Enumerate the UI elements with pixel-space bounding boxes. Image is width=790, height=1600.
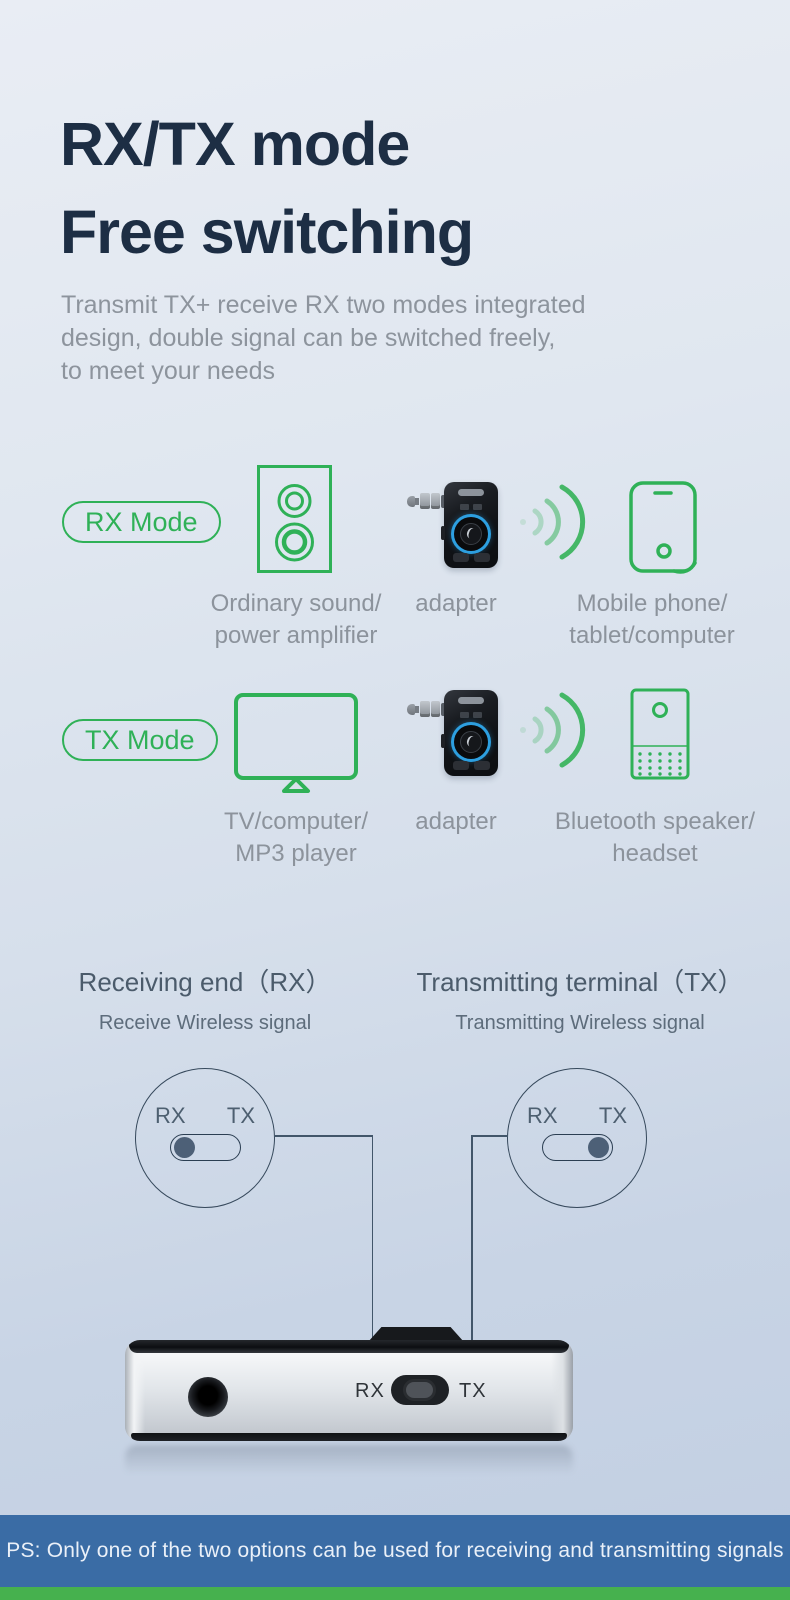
tx-label: TX xyxy=(226,1103,255,1128)
transmitting-terminal-title: Transmitting terminal（TX） xyxy=(416,967,744,997)
adapter-buttons-icons xyxy=(444,712,498,718)
adapter-led-ring xyxy=(454,725,488,759)
rx-target-caption: Mobile phone/ tablet/computer xyxy=(569,590,735,649)
adapter-body xyxy=(441,690,498,776)
tx-adapter-caption: adapter xyxy=(415,808,497,835)
toggle-illustration-rx xyxy=(170,1134,241,1161)
rx-label: RX xyxy=(155,1103,186,1128)
adapter-keys xyxy=(444,761,498,770)
footer-green-stripe xyxy=(0,1587,790,1600)
transmitting-terminal-subtitle: Transmitting Wireless signal xyxy=(455,1012,705,1034)
adapter-device xyxy=(407,690,498,776)
device-reflection xyxy=(125,1445,573,1479)
connector-line xyxy=(371,1135,373,1375)
rx-adapter-caption: adapter xyxy=(415,590,497,617)
device-tx-print: TX xyxy=(459,1380,487,1402)
adapter-body xyxy=(441,482,498,568)
tx-mode-badge: TX Mode xyxy=(62,719,218,761)
toggle-illustration-tx xyxy=(542,1134,613,1161)
title-line-1: RX/TX mode xyxy=(60,110,410,178)
adapter-grille xyxy=(458,489,484,496)
footer-note-bar: PS: Only one of the two options can be u… xyxy=(0,1515,790,1587)
connector-line xyxy=(471,1135,473,1375)
device-rx-print: RX xyxy=(355,1380,385,1402)
page-subtitle: Transmit TX+ receive RX two modes integr… xyxy=(61,289,586,388)
device-mode-switch xyxy=(391,1375,449,1405)
speaker-icon xyxy=(257,465,332,573)
adapter-grille xyxy=(458,697,484,704)
connector-line xyxy=(275,1135,373,1137)
page-title: RX/TX mode Free switching xyxy=(60,100,474,276)
wireless-signal-icon xyxy=(520,692,586,768)
adapter-device xyxy=(407,482,498,568)
receiving-end-title: Receiving end（RX） xyxy=(78,967,332,997)
product-top-switch-bump xyxy=(368,1327,464,1342)
phone-icon xyxy=(629,481,697,574)
tx-target-caption: Bluetooth speaker/ headset xyxy=(554,808,756,867)
subtitle-line: to meet your needs xyxy=(61,357,276,385)
rx-mode-badge: RX Mode xyxy=(62,501,221,543)
tv-icon xyxy=(234,693,358,793)
connector-line xyxy=(471,1135,508,1137)
subtitle-line: Transmit TX+ receive RX two modes integr… xyxy=(61,291,586,319)
adapter-buttons-icons xyxy=(444,504,498,510)
rx-label: RX xyxy=(527,1103,558,1128)
aux-jack-icon xyxy=(407,700,447,718)
tx-label: TX xyxy=(598,1103,627,1128)
device-bottom-rim xyxy=(131,1433,567,1441)
receiving-end-subtitle: Receive Wireless signal xyxy=(98,1012,312,1034)
toggle-knob-right xyxy=(588,1137,609,1158)
aux-jack-icon xyxy=(407,492,447,510)
toggle-knob-left xyxy=(174,1137,195,1158)
tx-switch-diagram: RX TX xyxy=(507,1068,647,1208)
subtitle-line: design, double signal can be switched fr… xyxy=(61,324,556,352)
wireless-signal-icon xyxy=(520,484,586,560)
adapter-keys xyxy=(444,553,498,562)
tx-source-caption: TV/computer/ MP3 player xyxy=(223,808,369,867)
bluetooth-speaker-icon xyxy=(630,688,690,780)
product-device: RX TX xyxy=(125,1340,573,1441)
title-line-2: Free switching xyxy=(60,198,474,266)
adapter-led-ring xyxy=(454,517,488,551)
device-top-rim xyxy=(129,1340,569,1353)
rx-switch-diagram: RX TX xyxy=(135,1068,275,1208)
aux-port xyxy=(188,1377,228,1417)
footer-note-text: PS: Only one of the two options can be u… xyxy=(6,1539,784,1562)
device-switch-knob xyxy=(403,1379,436,1401)
rx-source-caption: Ordinary sound/ power amplifier xyxy=(210,590,382,649)
